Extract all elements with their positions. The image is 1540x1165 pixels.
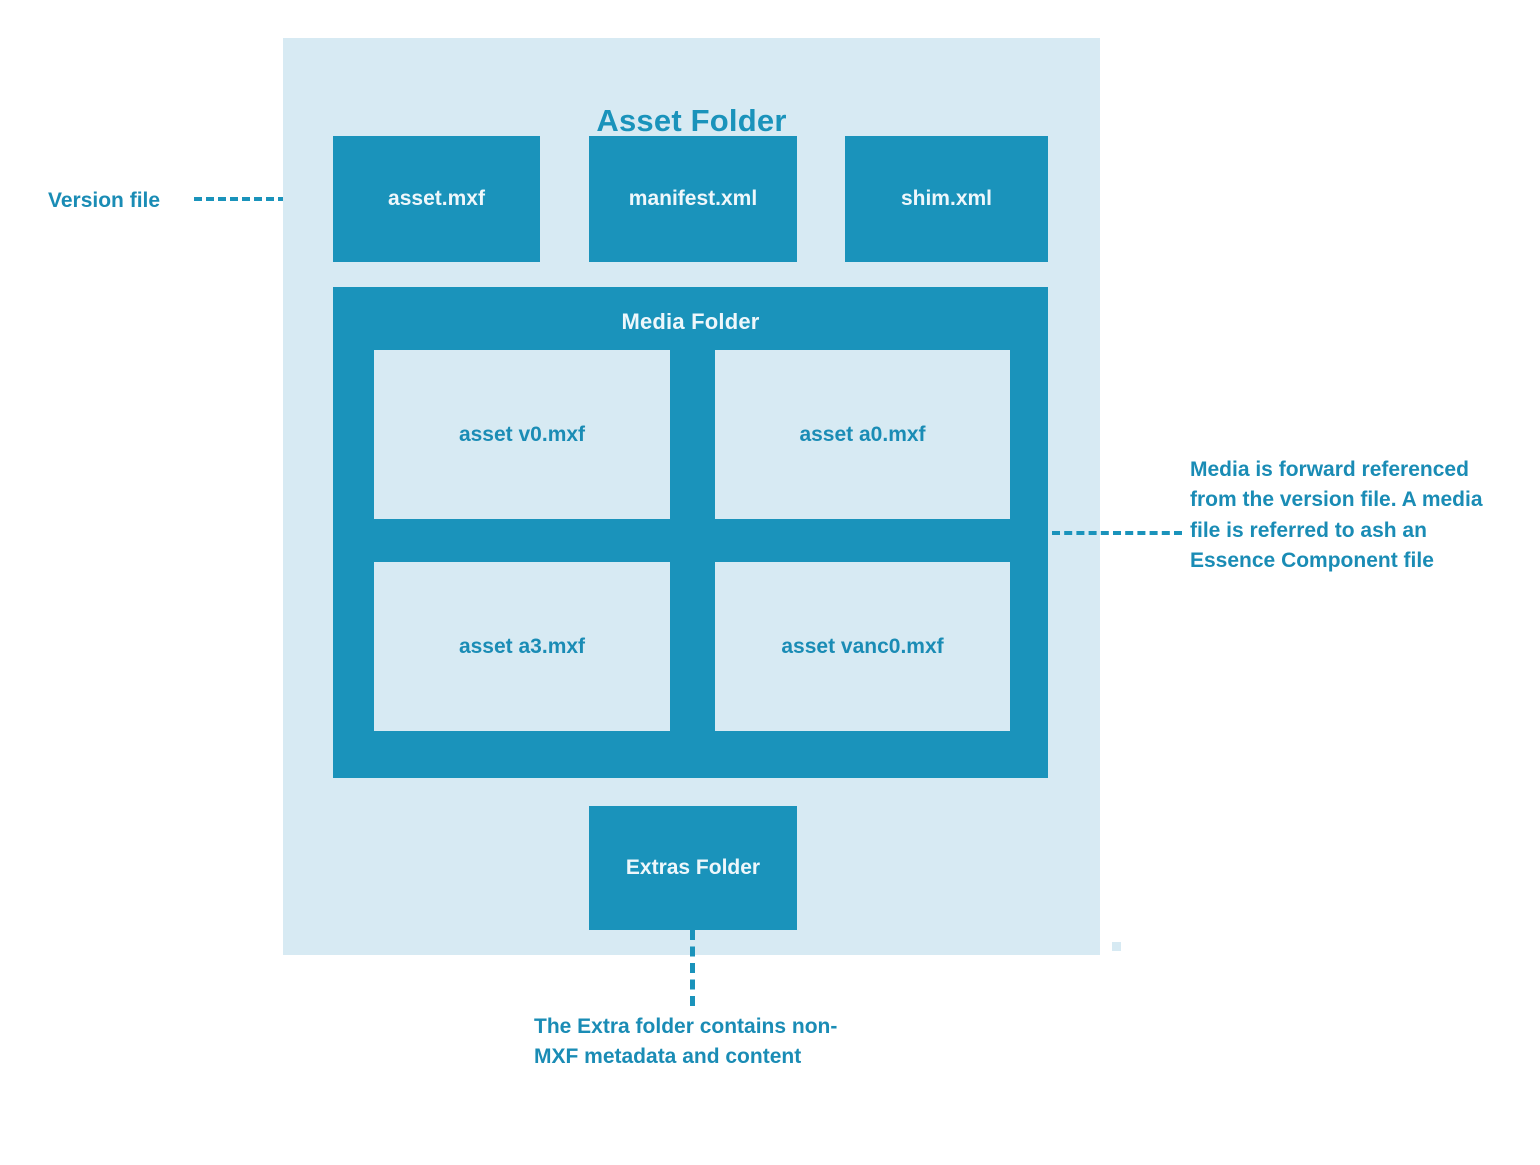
media-item-asset-vanc0-mxf[interactable]: asset vanc0.mxf bbox=[715, 562, 1010, 731]
media-folder-container: Media Folder asset v0.mxf asset a0.mxf a… bbox=[333, 287, 1048, 778]
media-folder-title: Media Folder bbox=[621, 309, 760, 334]
file-box-manifest-xml[interactable]: manifest.xml bbox=[589, 136, 797, 262]
decorative-square bbox=[1112, 942, 1121, 951]
annotation-version-file: Version file bbox=[48, 189, 161, 212]
connector-version-file-dashed-line bbox=[194, 197, 334, 201]
media-item-asset-a3-mxf[interactable]: asset a3.mxf bbox=[374, 562, 670, 731]
connector-extras-folder-dashed-line bbox=[690, 930, 695, 1006]
connector-media-reference-dashed-line bbox=[1052, 531, 1182, 535]
file-box-shim-xml[interactable]: shim.xml bbox=[845, 136, 1048, 262]
annotation-media-reference: Media is forward referenced from the ver… bbox=[1190, 458, 1483, 573]
file-box-asset-mxf[interactable]: asset.mxf bbox=[333, 136, 540, 262]
media-item-asset-v0-mxf[interactable]: asset v0.mxf bbox=[374, 350, 670, 519]
extras-folder-box[interactable]: Extras Folder bbox=[589, 806, 797, 930]
annotation-extras-note: The Extra folder contains non-MXF metada… bbox=[534, 1015, 838, 1069]
asset-folder-title: Asset Folder bbox=[596, 103, 787, 138]
media-item-asset-a0-mxf[interactable]: asset a0.mxf bbox=[715, 350, 1010, 519]
